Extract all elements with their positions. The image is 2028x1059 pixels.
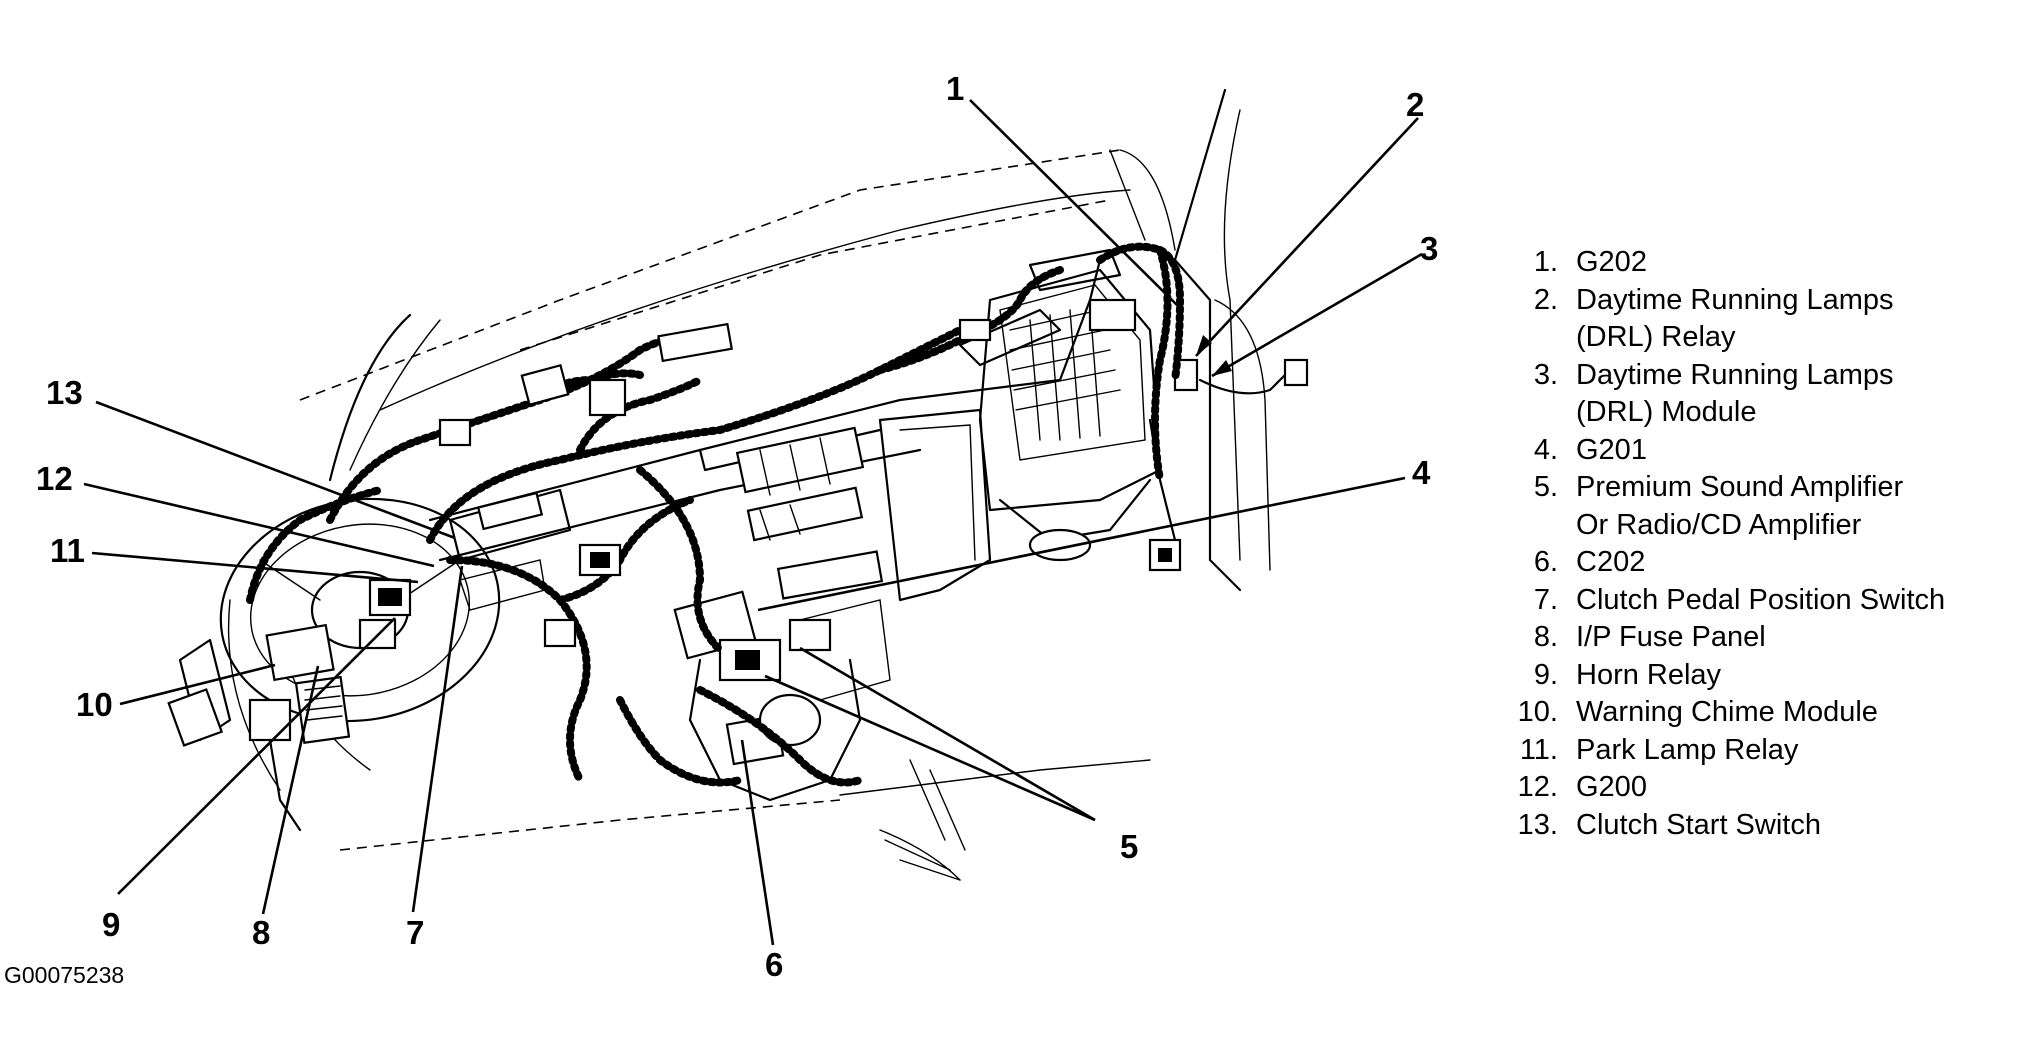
legend-item: 2. Daytime Running Lamps (1500, 282, 2020, 320)
callout-3: 3 (1420, 230, 1438, 267)
leader-lines (83, 99, 1423, 946)
instrument-panel (167, 248, 1309, 832)
legend-label: G200 (1576, 771, 1647, 803)
leader-1 (969, 99, 1179, 307)
callout-7: 7 (406, 914, 424, 951)
legend-number: 2. (1533, 283, 1558, 316)
legend-number: 3. (1533, 358, 1558, 391)
callout-8: 8 (252, 914, 270, 951)
legend-number: 13. (1517, 808, 1558, 841)
callout-2: 2 (1406, 86, 1424, 123)
legend-item: 3. Daytime Running Lamps (1500, 357, 2020, 395)
legend-label: C202 (1576, 546, 1646, 578)
legend-number: 7. (1533, 583, 1558, 616)
legend-item: (DRL) Module (1500, 394, 2020, 432)
legend-item: 11. Park Lamp Relay (1500, 732, 2020, 770)
legend-number: 10. (1517, 696, 1558, 728)
legend-number: 8. (1533, 621, 1558, 653)
legend-item: 13. Clutch Start Switch (1500, 807, 2020, 845)
callout-1: 1 (946, 70, 964, 107)
legend-label: G201 (1576, 433, 1647, 466)
legend-label: Park Lamp Relay (1576, 733, 1799, 766)
leader-6 (740, 739, 775, 946)
legend-label: Clutch Pedal Position Switch (1576, 583, 1946, 616)
legend: 1. G202 2. Daytime Running Lamps (DRL) Relay… (1500, 244, 2020, 844)
callout-6: 6 (765, 946, 783, 983)
callout-13: 13 (46, 374, 83, 411)
callout-4: 4 (1412, 454, 1431, 491)
legend-item: Or Radio/CD Amplifier (1500, 507, 2020, 545)
legend-label: Daytime Running Lamps (1576, 358, 1894, 391)
callout-10: 10 (76, 686, 113, 723)
legend-label: Horn Relay (1576, 658, 1722, 691)
wiring-harness (246, 242, 1185, 787)
legend-item: 4. G201 (1500, 432, 2020, 470)
legend-number: 11. (1519, 733, 1558, 766)
leader-13 (95, 400, 456, 540)
legend-item: 8. I/P Fuse Panel (1500, 619, 2020, 657)
leader-11 (91, 551, 419, 584)
leader-10 (119, 663, 276, 706)
legend-label: Clutch Start Switch (1576, 808, 1821, 841)
leader-12 (83, 482, 435, 568)
legend-number: 12. (1517, 771, 1558, 803)
legend-label: Warning Chime Module (1576, 696, 1878, 728)
legend-number: 4. (1533, 433, 1558, 466)
legend-label: Or Radio/CD Amplifier (1576, 508, 1862, 541)
leader-2 (1195, 117, 1419, 357)
legend-item: 12. G200 (1500, 769, 2020, 807)
legend-label: I/P Fuse Panel (1576, 621, 1766, 653)
figure-id: G00075238 (4, 962, 124, 988)
legend-label: (DRL) Module (1576, 396, 1757, 428)
leader-7 (411, 565, 464, 913)
leader-8 (261, 665, 320, 915)
leader-9 (117, 617, 396, 895)
legend-number: 9. (1533, 658, 1558, 691)
legend-label: Premium Sound Amplifier (1576, 471, 1904, 503)
legend-item: (DRL) Relay (1500, 319, 2020, 357)
callout-12: 12 (36, 460, 73, 497)
legend-label: Daytime Running Lamps (1576, 283, 1894, 316)
leader-5a (799, 646, 1096, 822)
leader-4 (757, 476, 1406, 612)
legend-item: 5. Premium Sound Amplifier (1500, 469, 2020, 507)
callout-numbers: 1 2 3 4 5 6 7 8 9 10 11 12 13 (36, 70, 1438, 983)
legend-item: 6. C202 (1500, 544, 2020, 582)
legend-number: 5. (1533, 471, 1558, 503)
callout-5: 5 (1120, 828, 1138, 865)
legend-number: 1. (1533, 246, 1558, 278)
callout-11: 11 (50, 532, 85, 569)
leader-3 (1211, 252, 1423, 378)
legend-label: G202 (1576, 246, 1647, 278)
legend-item: 9. Horn Relay (1500, 657, 2020, 695)
legend-label: (DRL) Relay (1576, 321, 1736, 353)
callout-9: 9 (102, 906, 120, 943)
legend-item: 1. G202 (1500, 244, 2020, 282)
leader-5b (764, 674, 1096, 822)
legend-item: 7. Clutch Pedal Position Switch (1500, 582, 2020, 620)
legend-number: 6. (1533, 546, 1558, 578)
legend-item: 10. Warning Chime Module (1500, 694, 2020, 732)
